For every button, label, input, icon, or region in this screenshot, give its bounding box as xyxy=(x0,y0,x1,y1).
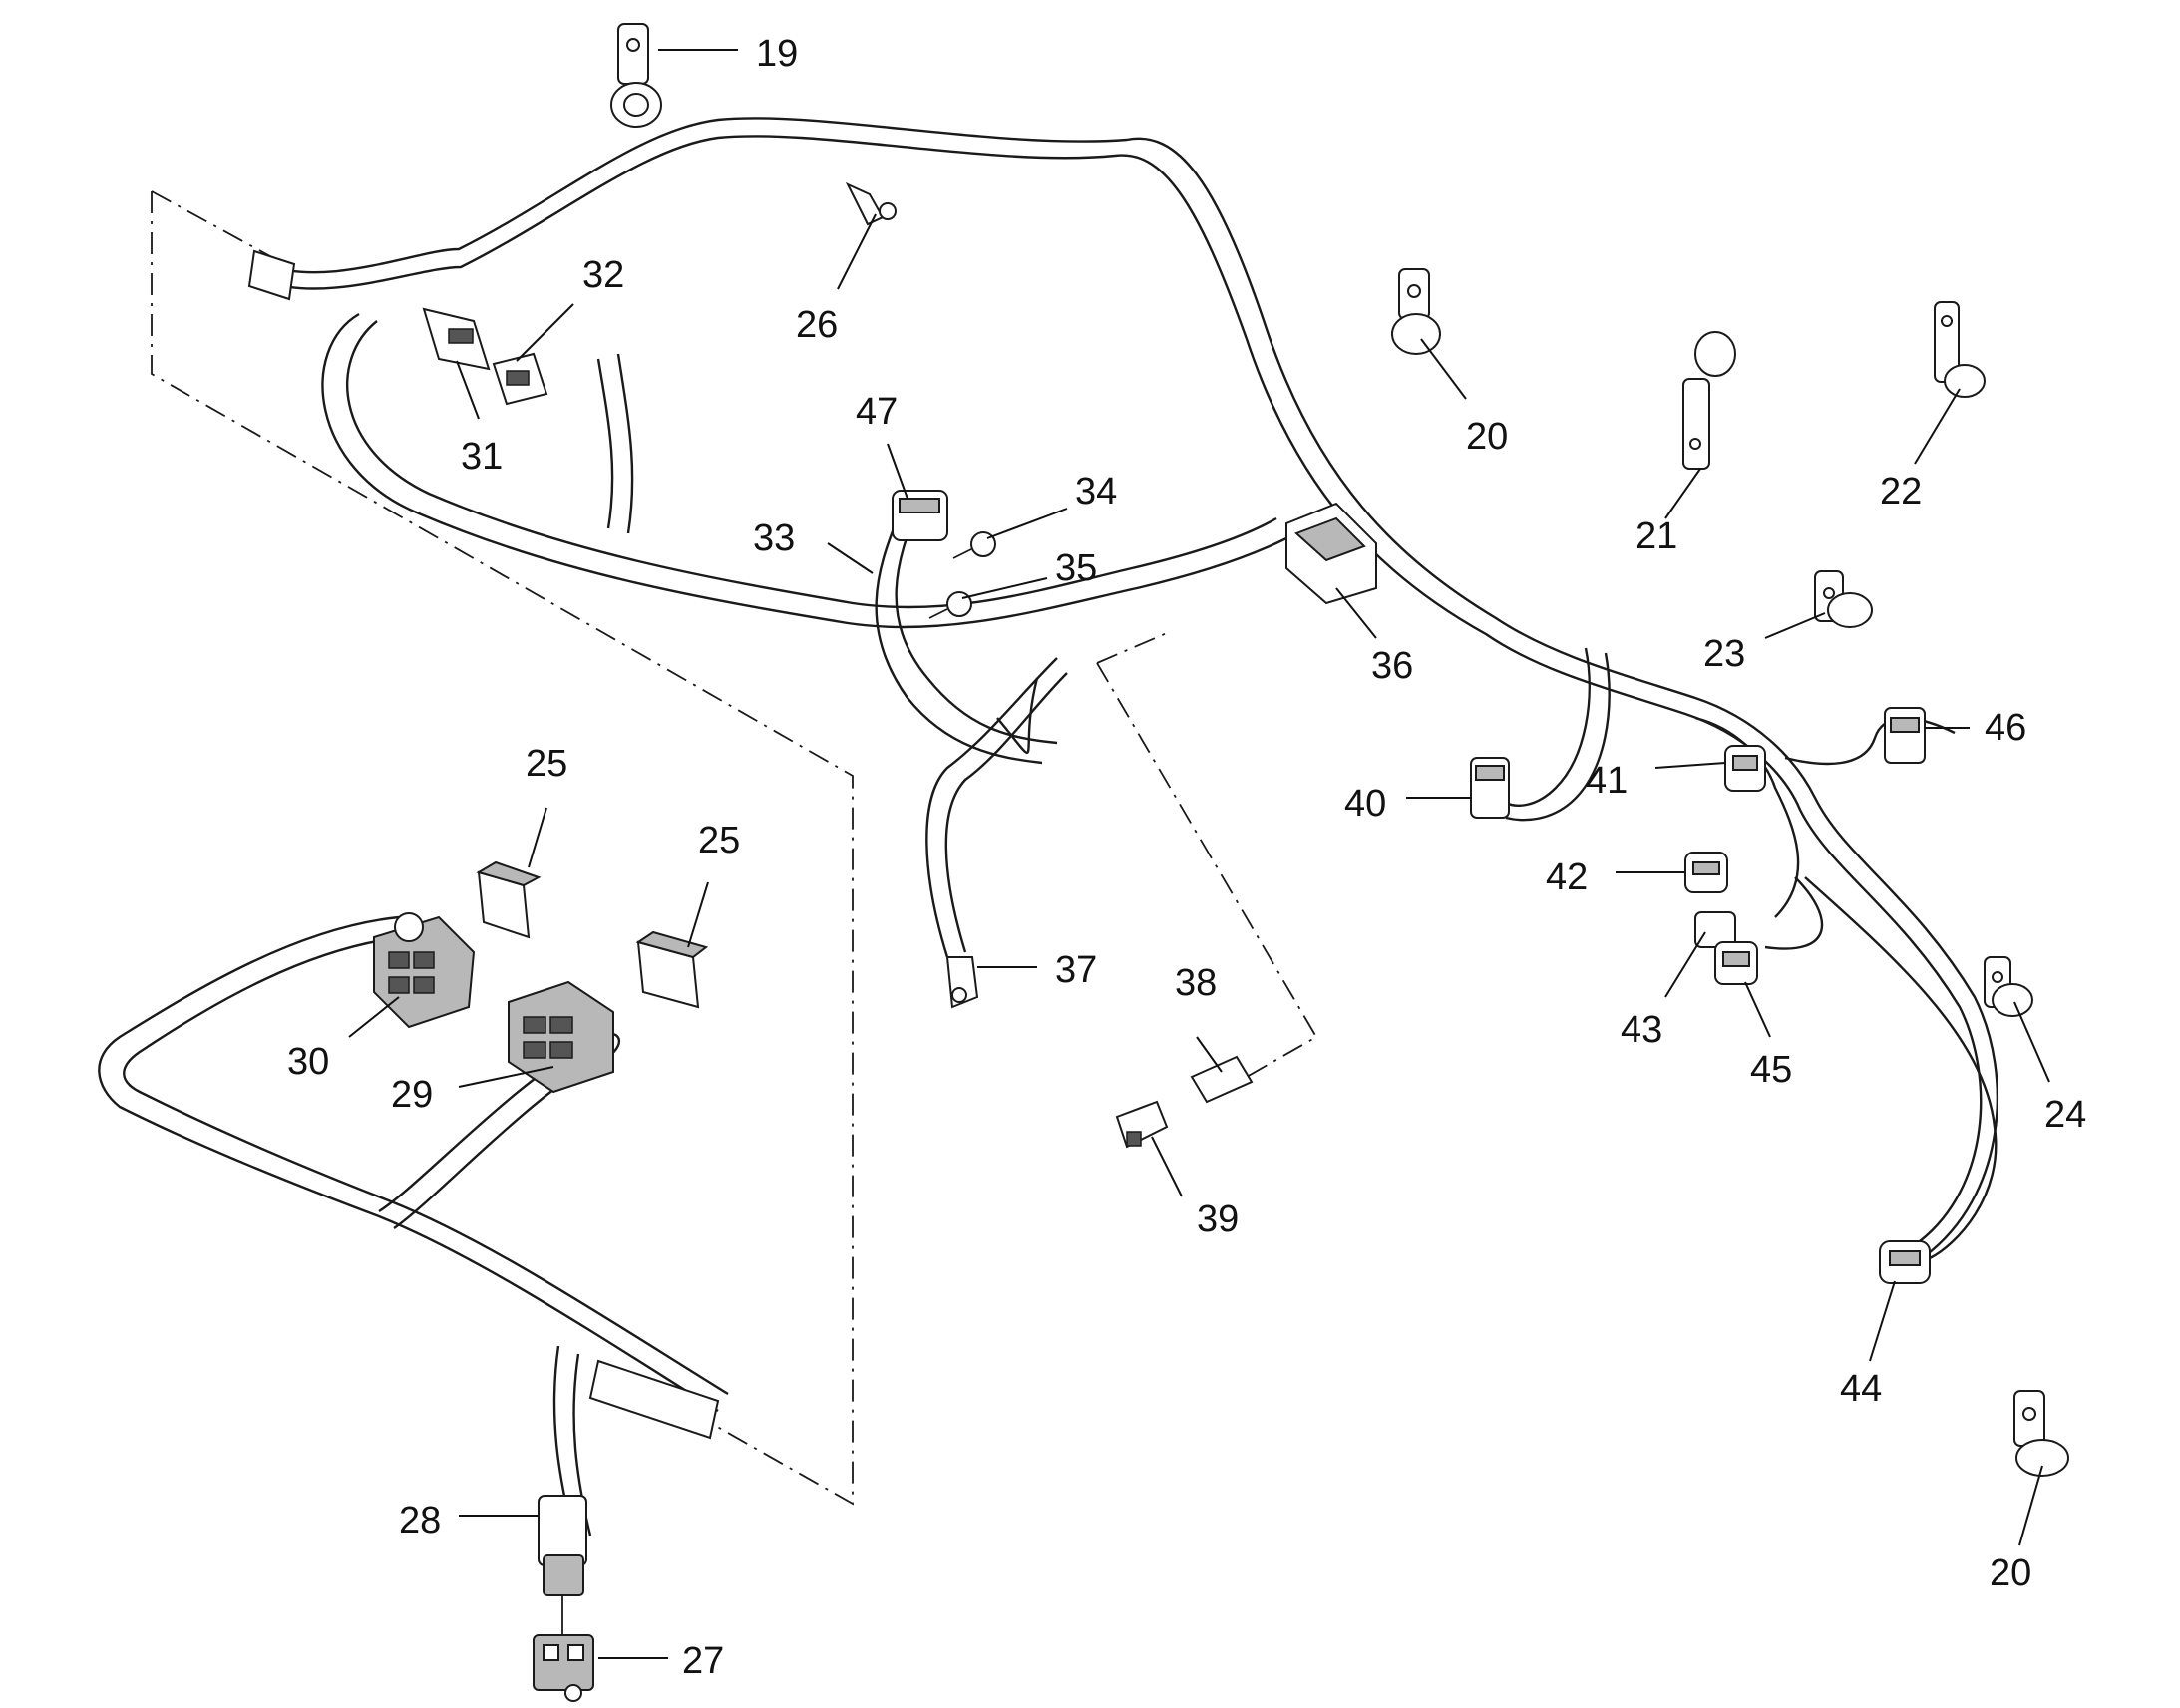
callout-34: 34 xyxy=(1075,471,1117,512)
subassembly-boundary xyxy=(151,190,1318,1506)
callout-43: 43 xyxy=(1621,1009,1662,1051)
leader-lines xyxy=(348,49,2050,1659)
callouts: 19 20 20 21 22 23 24 25 25 26 27 28 29 3… xyxy=(287,33,2086,1682)
callout-38: 38 xyxy=(1175,962,1217,1004)
callout-19: 19 xyxy=(756,33,798,75)
callout-46: 46 xyxy=(1985,707,2026,749)
connector-30 xyxy=(373,912,476,1029)
callout-33: 33 xyxy=(753,517,795,559)
callout-39: 39 xyxy=(1197,1198,1239,1240)
callout-42: 42 xyxy=(1546,856,1588,898)
callout-32: 32 xyxy=(582,254,624,296)
callout-24: 24 xyxy=(2044,1094,2086,1136)
callout-37: 37 xyxy=(1055,949,1097,991)
clip-21 xyxy=(1682,331,1736,470)
callout-44: 44 xyxy=(1840,1368,1882,1410)
connector-28 xyxy=(538,1495,587,1635)
callout-35: 35 xyxy=(1055,547,1097,589)
callout-45: 45 xyxy=(1750,1049,1792,1091)
clip-22 xyxy=(1934,301,1986,398)
ring-terminal-34 xyxy=(952,531,996,559)
connector-38 xyxy=(1190,1055,1254,1104)
connector-27 xyxy=(533,1634,594,1702)
fastener-26 xyxy=(845,181,897,226)
clip-20-lower xyxy=(2013,1390,2069,1477)
callout-25: 25 xyxy=(698,820,740,861)
callout-41: 41 xyxy=(1586,760,1628,802)
connector-42 xyxy=(1684,852,1728,893)
callout-27: 27 xyxy=(682,1640,724,1682)
lock-25-a xyxy=(476,860,542,939)
connector-45 xyxy=(1714,941,1758,985)
callout-31: 31 xyxy=(461,436,503,478)
callout-40: 40 xyxy=(1344,783,1386,825)
callout-47: 47 xyxy=(856,391,898,433)
callout-28: 28 xyxy=(399,1500,441,1541)
connector-40 xyxy=(1470,757,1510,819)
connector-37 xyxy=(945,956,979,1009)
connector-46 xyxy=(1884,707,1926,764)
connector-36 xyxy=(1285,502,1377,605)
callout-20: 20 xyxy=(1990,1552,2031,1594)
callout-21: 21 xyxy=(1635,515,1677,557)
connector-29 xyxy=(508,980,614,1094)
main-harness xyxy=(263,117,1999,1260)
connector-32 xyxy=(492,352,548,406)
connector-44 xyxy=(1879,1240,1931,1284)
callout-20: 20 xyxy=(1466,416,1508,458)
callout-29: 29 xyxy=(391,1074,433,1116)
clip-23 xyxy=(1814,570,1873,628)
callout-25: 25 xyxy=(526,743,567,785)
connector-47 xyxy=(892,490,948,541)
callout-30: 30 xyxy=(287,1041,329,1083)
clip-20-upper xyxy=(1391,268,1441,355)
connector-31 xyxy=(422,307,491,371)
connector-39 xyxy=(1115,1100,1169,1149)
harness-tape xyxy=(247,249,720,1440)
clip-24 xyxy=(1984,956,2033,1017)
callout-22: 22 xyxy=(1880,471,1922,512)
callout-23: 23 xyxy=(1703,633,1745,675)
callout-26: 26 xyxy=(796,304,838,346)
clip-19 xyxy=(610,23,662,128)
callout-36: 36 xyxy=(1371,645,1413,687)
connector-41 xyxy=(1724,745,1766,792)
lock-25-b xyxy=(635,930,709,1009)
